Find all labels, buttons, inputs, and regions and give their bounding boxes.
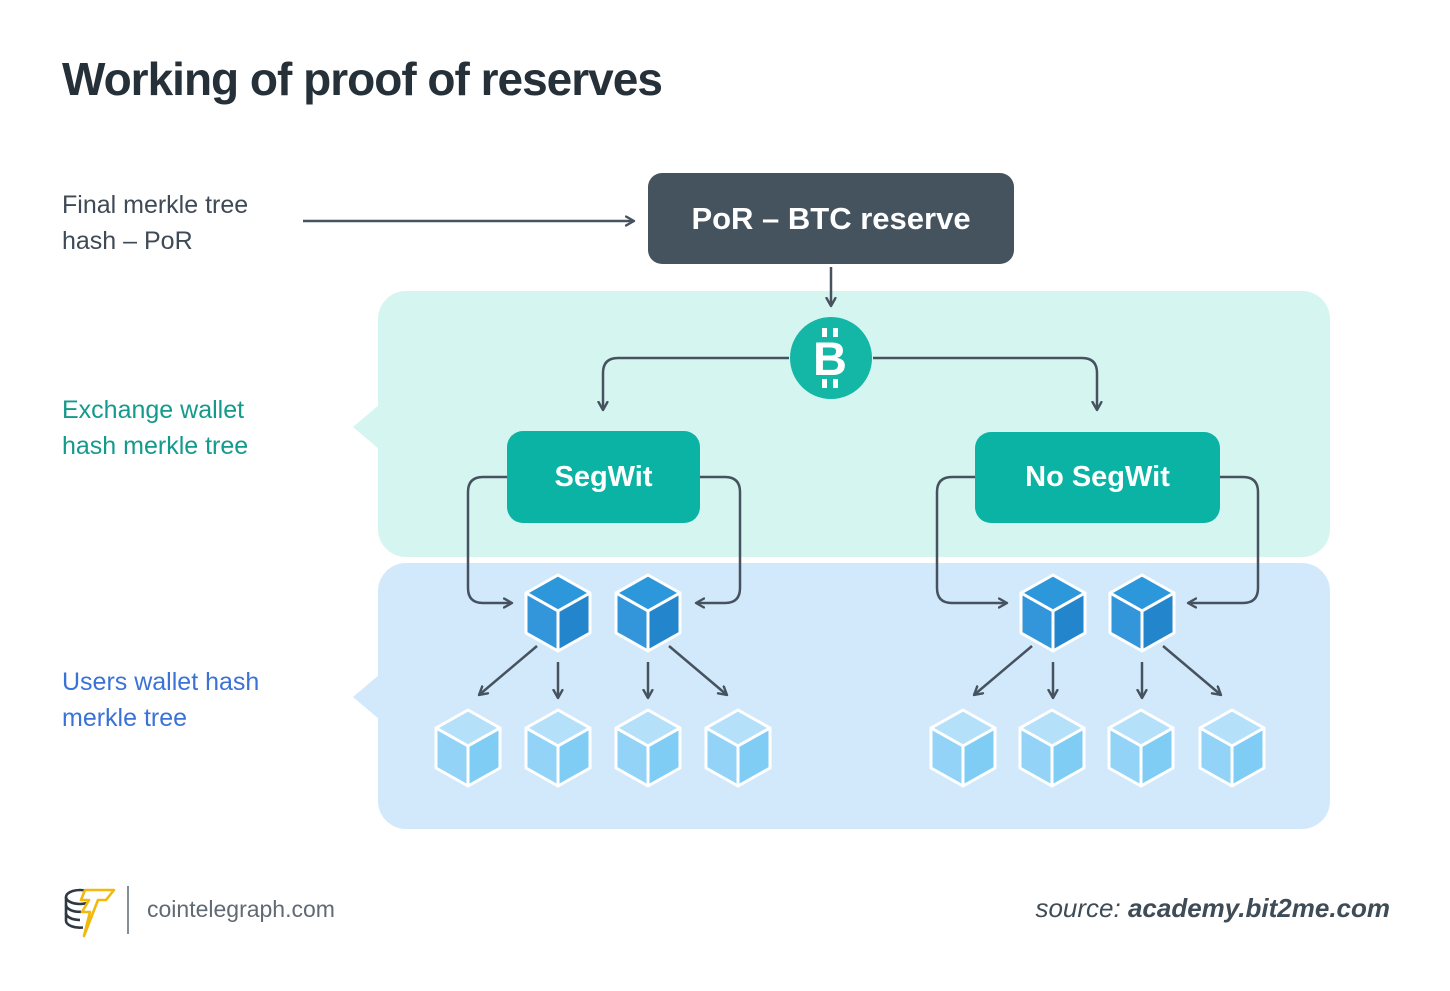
final-hash-label-line1: Final merkle tree [62,191,249,219]
exchange-wallet-label-line2: hash merkle tree [62,432,249,460]
page-title: Working of proof of reserves [62,53,663,105]
source-url: academy.bit2me.com [1127,893,1390,923]
exchange-region-pointer [353,405,379,449]
cointelegraph-url: cointelegraph.com [147,896,335,922]
users-wallet-label: Users wallet hash merkle tree [62,664,259,736]
cointelegraph-logo-icon [64,888,116,938]
cointelegraph-logo [58,882,120,942]
users-hash-region [353,563,1330,829]
users-wallet-label-line1: Users wallet hash [62,668,260,696]
source-prefix: source: [1035,893,1128,923]
por-btc-reserve-label: PoR – BTC reserve [691,200,971,236]
source-credit: source: academy.bit2me.com [1035,893,1390,924]
segwit-label: SegWit [554,460,653,493]
users-region-pointer [353,675,379,719]
exchange-wallet-label-line1: Exchange wallet [62,396,245,424]
final-hash-label-line2: hash – PoR [62,227,193,255]
lightning-bolt-icon [79,888,116,938]
exchange-wallet-label: Exchange wallet hash merkle tree [62,392,248,464]
por-btc-reserve-box: PoR – BTC reserve [648,173,1014,264]
segwit-box: SegWit [507,431,700,523]
footer-divider [127,886,129,934]
no-segwit-box: No SegWit [975,432,1220,523]
users-wallet-label-line2: merkle tree [62,704,188,732]
final-hash-label: Final merkle tree hash – PoR [62,187,248,259]
no-segwit-label: No SegWit [1025,461,1170,493]
